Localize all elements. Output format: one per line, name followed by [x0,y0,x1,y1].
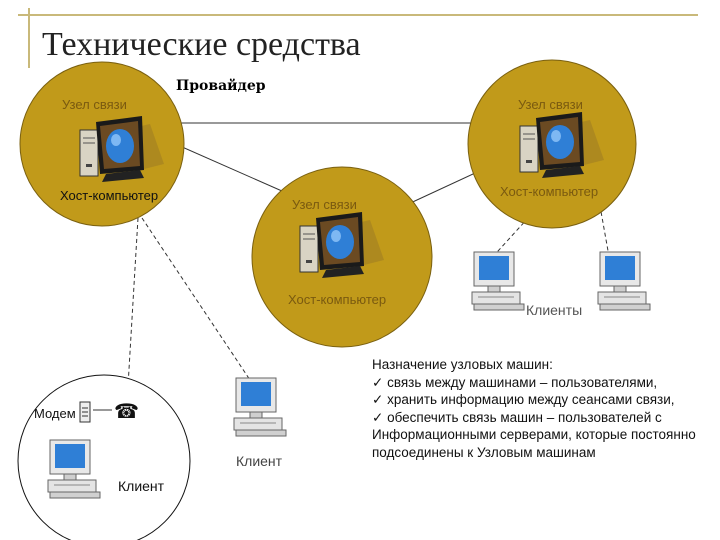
node-left-host-label: Хост-компьютер [60,188,159,203]
info-heading: Назначение узловых машин: [372,357,553,372]
info-item: ✓ хранить информацию между сеансами связ… [372,391,712,409]
info-item: ✓ обеспечить связь машин – пользователей… [372,409,712,462]
info-block: Назначение узловых машин: ✓ связь между … [372,356,712,461]
link-left-modem [127,217,139,387]
node-center-label: Узел связи [292,197,357,212]
client-computer-icon-1 [471,251,525,311]
slide-title: Технические средства [42,26,361,63]
info-item-text: хранить информацию между сеансами связи, [387,392,675,407]
modem-label: Модем [34,406,76,421]
node-center-host-label: Хост-компьютер [288,292,387,307]
provider-label: Провайдер [176,78,266,94]
link-right-client1 [487,149,591,263]
client-computer-icon-standalone [233,377,287,437]
clients-label: Клиенты [526,302,583,318]
client-circle-label: Клиент [118,478,165,494]
node-right-host-label: Хост-компьютер [500,184,599,199]
modem-icon [79,401,91,423]
info-item-text: связь между машинами – пользователями, [387,374,658,390]
checkmark-icon: ✓ [372,392,388,407]
node-right-label: Узел связи [518,97,583,112]
info-item: ✓ связь между машинами – пользователями, [372,374,712,392]
frame-left-line [28,8,30,68]
frame-top-line [18,14,698,16]
checkmark-icon: ✓ [372,409,388,425]
link-left-standalone-client [141,217,251,381]
node-left-label: Узел связи [62,97,127,112]
checkmark-icon: ✓ [372,374,388,390]
telephone-icon: ☎ [114,399,139,423]
info-item-text: обеспечить связь машин – пользователей с… [372,409,696,460]
client-standalone-label: Клиент [236,453,283,469]
client-computer-icon-2 [597,251,651,311]
client-circle [17,374,191,540]
